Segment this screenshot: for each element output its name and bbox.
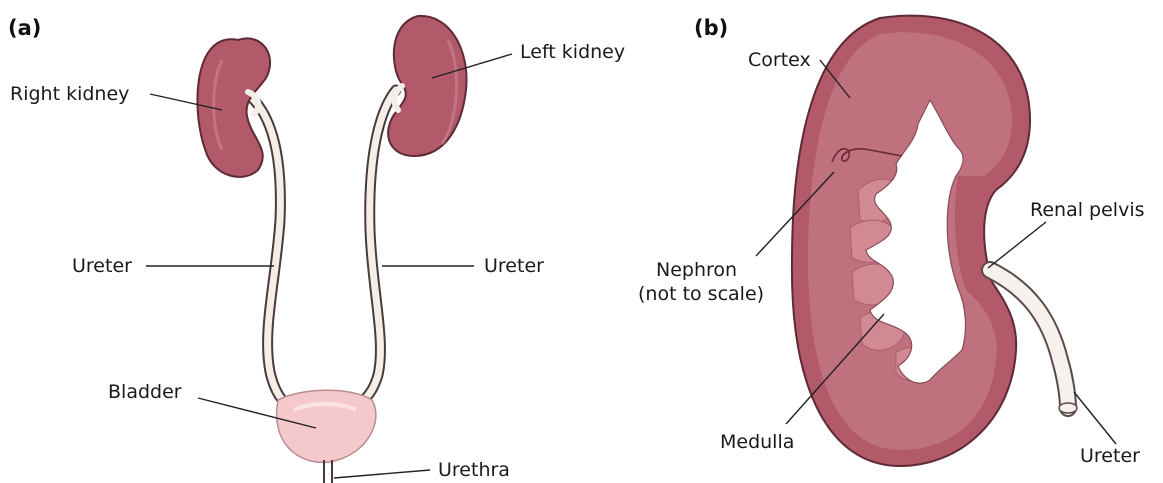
ureter-label-left: Ureter [72, 255, 132, 277]
panel-a-label: (a) [8, 16, 41, 40]
medulla-label: Medulla [720, 431, 794, 453]
panel-b-label: (b) [694, 16, 728, 40]
right-kidney-label: Right kidney [10, 83, 129, 105]
ureter-b-label: Ureter [1080, 445, 1140, 467]
kidney-cross-section [792, 16, 1077, 466]
nephron-label-note: (not to scale) [638, 283, 764, 305]
ureter-label-right: Ureter [484, 255, 544, 277]
renal-pelvis-leader [988, 222, 1046, 268]
renal-pelvis-label: Renal pelvis [1030, 199, 1145, 221]
urethra-label: Urethra [438, 459, 510, 481]
left-kidney-label: Left kidney [520, 41, 625, 63]
ureter-b-leader [1074, 392, 1116, 444]
urethra-leader [334, 470, 430, 478]
urethra-tube [324, 460, 332, 483]
cortex-label: Cortex [748, 49, 811, 71]
bladder-label: Bladder [108, 381, 182, 403]
bladder-illustration [277, 390, 376, 462]
nephron-label: Nephron [656, 259, 737, 281]
left-kidney-illustration [388, 16, 466, 156]
ureter-tubes [245, 90, 396, 410]
